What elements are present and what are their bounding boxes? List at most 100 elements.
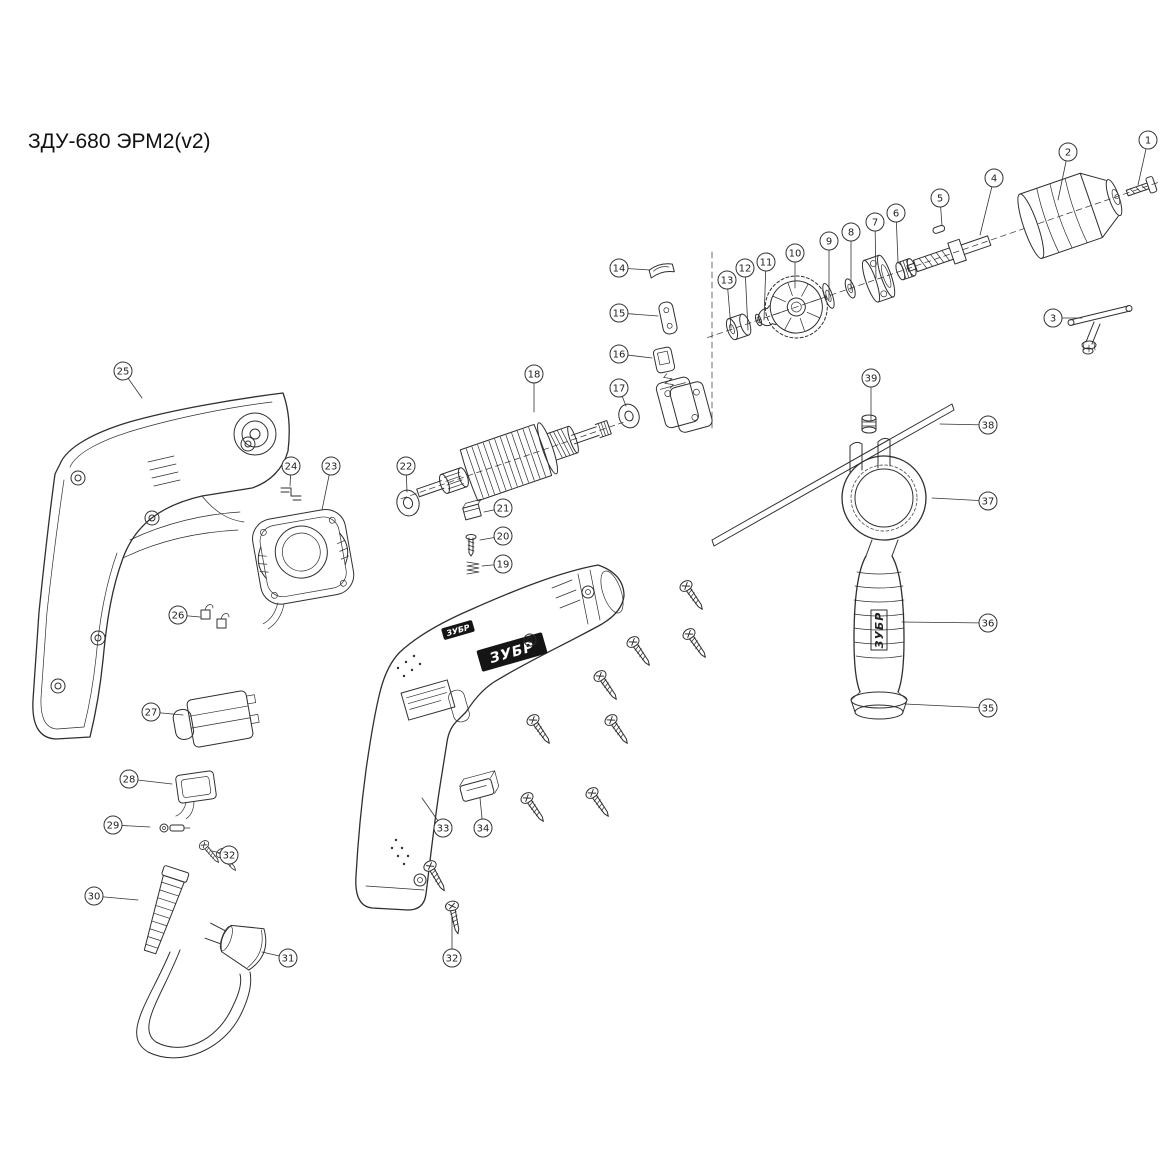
callout-31: 31: [261, 948, 298, 968]
clamp-ring: [841, 455, 927, 541]
screw-icon: [602, 711, 634, 748]
callout-13: 13: [717, 270, 737, 329]
callout-14: 14: [609, 258, 651, 278]
trigger-switch: [172, 690, 260, 748]
retaining-clip: [280, 487, 302, 501]
svg-text:37: 37: [982, 496, 995, 507]
svg-text:23: 23: [325, 461, 338, 472]
callout-16: 16: [609, 344, 653, 364]
svg-text:4: 4: [991, 173, 997, 184]
callout-5: 5: [930, 188, 950, 227]
svg-text:38: 38: [982, 420, 995, 431]
svg-text:17: 17: [613, 383, 626, 394]
svg-text:24: 24: [285, 461, 298, 472]
callout-18: 18: [524, 364, 544, 413]
svg-text:27: 27: [145, 707, 158, 718]
cord-guard: [143, 865, 190, 955]
grip-end-cap: [850, 691, 908, 720]
screw-icon: [583, 784, 615, 821]
screw-icon: [680, 625, 712, 662]
callout-36: 36: [901, 613, 998, 633]
callout-6: 6: [886, 203, 906, 263]
callout-15: 15: [609, 303, 659, 323]
svg-text:32: 32: [446, 953, 459, 964]
svg-text:26: 26: [172, 610, 185, 621]
driven-gear: [764, 275, 828, 339]
lever-plate: [658, 301, 678, 335]
svg-text:31: 31: [282, 953, 295, 964]
spindle-assembly: [707, 172, 1160, 341]
svg-text:20: 20: [497, 531, 510, 542]
svg-text:16: 16: [613, 349, 626, 360]
callout-25: 25: [113, 361, 143, 399]
selector-plates: [655, 376, 713, 433]
mode-bracket: [652, 346, 676, 389]
svg-text:29: 29: [107, 820, 120, 831]
callout-10: 10: [785, 243, 805, 289]
callout-11: 11: [756, 252, 776, 321]
power-cord: [136, 949, 252, 1059]
svg-text:11: 11: [760, 257, 773, 268]
svg-text:3: 3: [1050, 313, 1056, 324]
callout-8: 8: [841, 222, 861, 291]
screw-icon: [444, 899, 465, 936]
callout-2: 2: [1057, 142, 1078, 201]
spec-plate: [400, 679, 456, 721]
callout-12: 12: [735, 258, 755, 331]
screw-icon: [624, 633, 656, 670]
screw-icon: [591, 667, 623, 704]
depth-rod: [711, 403, 955, 547]
circlip: [758, 305, 777, 326]
callout-30: 30: [84, 886, 139, 906]
callout-3: 3: [1043, 308, 1083, 328]
chuck-key: [1067, 305, 1133, 355]
lock-button: [459, 770, 500, 802]
svg-text:32: 32: [223, 850, 236, 861]
callout-26: 26: [168, 605, 201, 625]
screw-icon: [677, 577, 709, 614]
rear-housing-half: [32, 392, 290, 740]
svg-text:5: 5: [937, 193, 943, 204]
svg-text:35: 35: [982, 703, 995, 714]
spring-washer: [844, 278, 856, 299]
screw-icon: [518, 789, 550, 826]
callout-layer: 1234567891011121314151617181920212223242…: [84, 130, 1158, 968]
callout-22: 22: [396, 456, 416, 493]
flat-washer: [822, 283, 835, 309]
svg-text:9: 9: [826, 236, 832, 247]
callout-35: 35: [904, 698, 998, 718]
callout-29: 29: [103, 815, 151, 835]
grip-dots: [390, 654, 422, 866]
chuck-screw: [1125, 176, 1158, 197]
svg-text:21: 21: [497, 503, 510, 514]
capacitor: [175, 770, 217, 820]
clamp-ears: [849, 437, 891, 473]
svg-text:34: 34: [477, 823, 490, 834]
svg-text:1: 1: [1145, 135, 1151, 146]
callout-39: 39: [861, 368, 881, 421]
callout-4: 4: [979, 168, 1004, 236]
svg-text:39: 39: [865, 373, 878, 384]
threaded-stud: [465, 534, 477, 557]
svg-text:25: 25: [117, 366, 130, 377]
svg-text:13: 13: [721, 275, 734, 286]
svg-text:2: 2: [1065, 147, 1071, 158]
shaft-key: [932, 224, 946, 234]
svg-text:28: 28: [123, 774, 136, 785]
brush-cap: [648, 263, 675, 279]
callout-17: 17: [609, 378, 629, 407]
callout-24: 24: [281, 456, 301, 487]
callout-28: 28: [119, 769, 173, 789]
armature-washer: [618, 403, 640, 429]
callout-27: 27: [141, 702, 184, 722]
svg-text:12: 12: [739, 263, 752, 274]
callout-7: 7: [865, 212, 885, 279]
callout-37: 37: [931, 491, 998, 511]
callout-1: 1: [1137, 130, 1158, 186]
svg-text:19: 19: [497, 559, 510, 570]
svg-text:33: 33: [437, 823, 450, 834]
screw-icon: [524, 711, 556, 748]
callout-38: 38: [939, 415, 998, 435]
